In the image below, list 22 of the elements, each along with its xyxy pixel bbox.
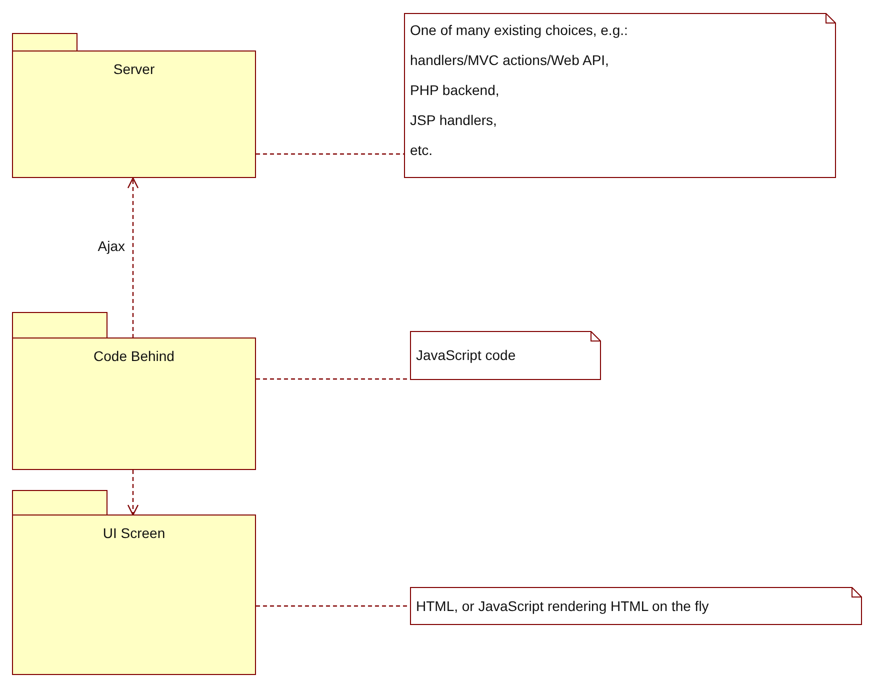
package-box xyxy=(12,33,256,178)
package-box xyxy=(12,312,256,470)
note-text: JavaScript code xyxy=(416,346,516,365)
note-box xyxy=(410,587,862,625)
note-text: One of many existing choices, e.g.: xyxy=(410,21,628,40)
dashed-connector xyxy=(256,605,410,607)
package-name: Code Behind xyxy=(92,347,176,366)
package-box xyxy=(12,490,256,675)
dependency-arrow xyxy=(127,177,139,338)
dependency-arrow xyxy=(127,470,139,516)
note-text: etc. xyxy=(410,141,433,160)
package-name: UI Screen xyxy=(102,524,166,543)
package-name: Server xyxy=(112,60,156,79)
note-box xyxy=(404,13,836,178)
dashed-connector xyxy=(256,153,404,155)
note-box xyxy=(410,331,601,380)
note-text: HTML, or JavaScript rendering HTML on the fly xyxy=(416,596,709,616)
note-text: JSP handlers, xyxy=(410,111,497,130)
note-text: PHP backend, xyxy=(410,81,500,100)
note-text: handlers/MVC actions/Web API, xyxy=(410,51,609,70)
dashed-connector xyxy=(256,378,410,380)
edge-label: Ajax xyxy=(96,238,127,254)
